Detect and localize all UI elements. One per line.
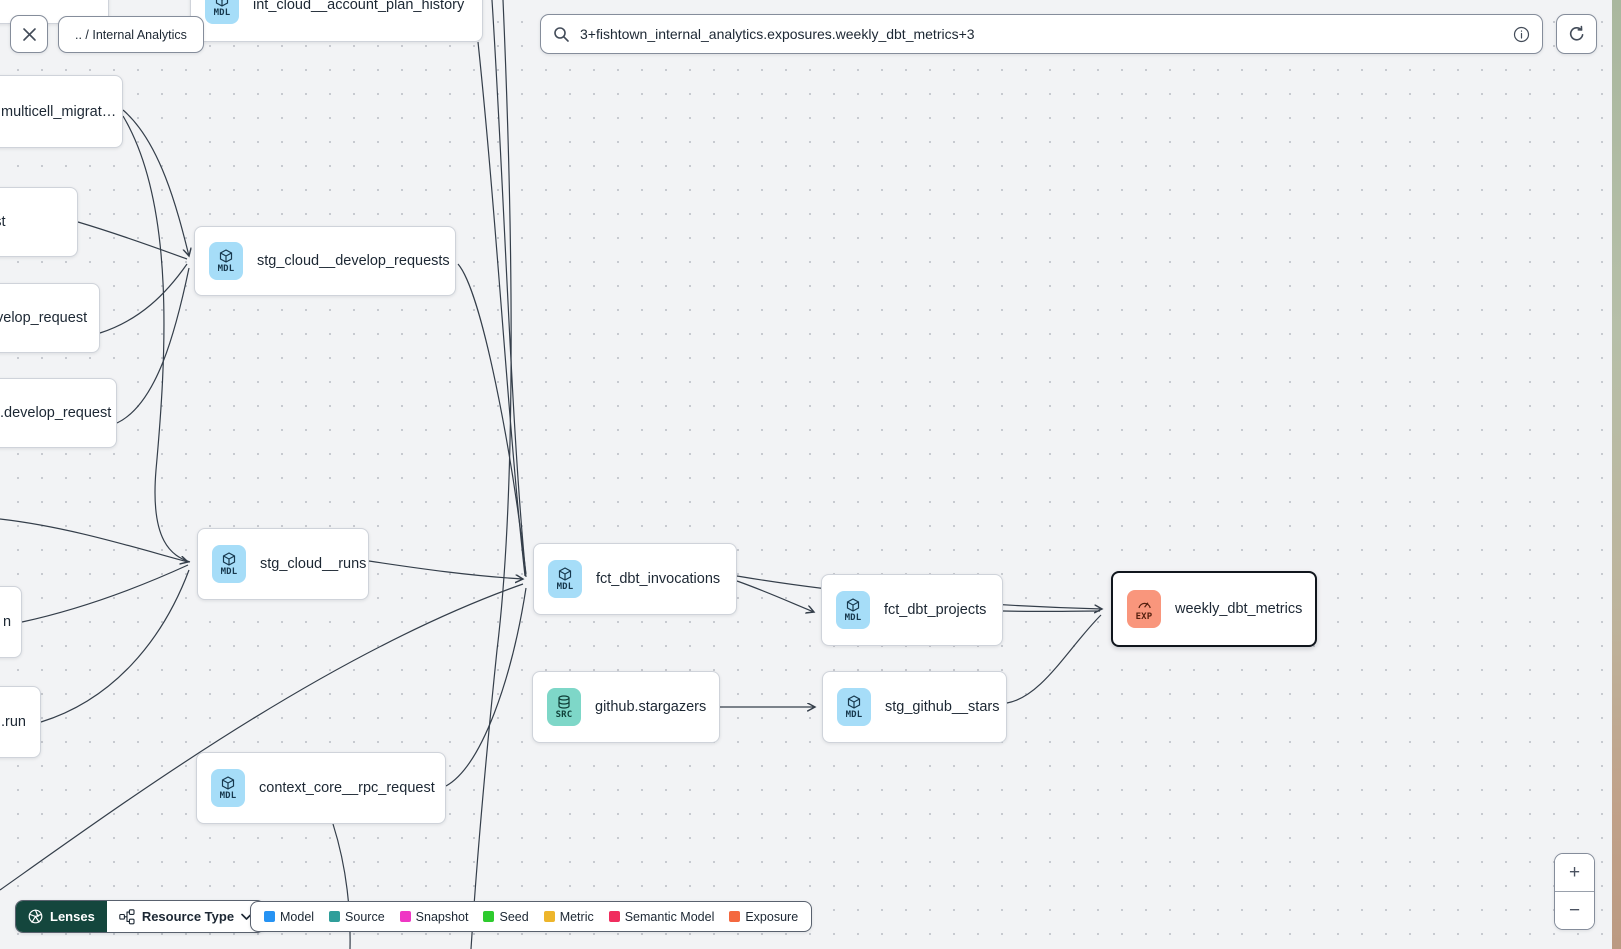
legend-item-seed: Seed: [483, 910, 529, 924]
seed-swatch: [483, 911, 495, 922]
cube-icon: [221, 775, 235, 790]
legend-item-exposure: Exposure: [729, 910, 798, 924]
lenses-icon: [28, 909, 43, 924]
cube-icon: [847, 694, 861, 709]
lenses-control: Lenses Resource Type: [15, 900, 266, 933]
source-swatch: [329, 911, 341, 922]
model-badge: MDL: [205, 0, 239, 24]
info-icon[interactable]: [1513, 26, 1530, 43]
refresh-button[interactable]: [1556, 14, 1597, 54]
gauge-icon: [1137, 601, 1151, 608]
node-velop-request[interactable]: MDL velop_request: [0, 283, 100, 353]
model-badge: MDL: [209, 242, 243, 280]
node-n[interactable]: MDL n: [0, 586, 22, 658]
model-badge: MDL: [836, 591, 870, 629]
node-op-request[interactable]: MDL op_request: [0, 187, 78, 257]
cube-icon: [558, 566, 572, 581]
exposure-badge: EXP: [1127, 590, 1161, 628]
node-int-cloud-account-plan-history[interactable]: MDL int_cloud__account_plan_history: [190, 0, 483, 42]
model-badge: MDL: [211, 769, 245, 807]
metric-swatch: [543, 911, 555, 922]
node-multicell-migration[interactable]: MDL multicell_migrat…: [0, 75, 123, 148]
model-badge: MDL: [548, 560, 582, 598]
database-icon: [558, 694, 570, 709]
cube-icon: [219, 248, 233, 263]
legend-item-source: Source: [329, 910, 385, 924]
zoom-out-button[interactable]: −: [1555, 891, 1594, 929]
zoom-in-button[interactable]: +: [1555, 854, 1594, 891]
refresh-icon: [1569, 25, 1583, 41]
chevron-down-icon: [241, 913, 252, 920]
model-badge: MDL: [212, 545, 246, 583]
legend-item-model: Model: [264, 910, 314, 924]
cube-icon: [215, 0, 229, 7]
node-weekly-dbt-metrics[interactable]: EXP weekly_dbt_metrics: [1111, 571, 1317, 647]
search-input[interactable]: [580, 26, 1503, 42]
zoom-controls: + −: [1554, 853, 1595, 930]
legend-item-semantic-model: Semantic Model: [608, 910, 714, 924]
legend-item-metric: Metric: [543, 910, 594, 924]
desktop-wallpaper-edge: [1612, 0, 1621, 949]
node-develop-request[interactable]: MDL .develop_request: [0, 378, 117, 448]
model-badge: MDL: [837, 688, 871, 726]
node-github-stargazers[interactable]: SRC github.stargazers: [532, 671, 720, 743]
snapshot-swatch: [399, 911, 411, 922]
legend-item-snapshot: Snapshot: [399, 910, 468, 924]
exposure-swatch: [729, 911, 741, 922]
resource-type-dropdown[interactable]: Resource Type: [106, 901, 265, 932]
node-stg-github-stars[interactable]: MDL stg_github__stars: [822, 671, 1007, 743]
resource-type-icon: [119, 908, 135, 924]
node-context-core-rpc-request[interactable]: MDL context_core__rpc_request: [196, 752, 446, 824]
node-fct-dbt-invocations[interactable]: MDL fct_dbt_invocations: [533, 543, 737, 615]
node-stg-cloud-develop-requests[interactable]: MDL stg_cloud__develop_requests: [194, 226, 456, 296]
cube-icon: [222, 551, 236, 566]
close-button[interactable]: [10, 15, 48, 53]
close-icon: [22, 27, 36, 41]
model-swatch: [264, 911, 275, 922]
node-stg-cloud-runs[interactable]: MDL stg_cloud__runs: [197, 528, 369, 600]
breadcrumb[interactable]: .. / Internal Analytics: [58, 16, 204, 53]
resource-type-legend: Model Source Snapshot Seed Metric Semant…: [250, 901, 813, 932]
node-fct-dbt-projects[interactable]: MDL fct_dbt_projects: [821, 574, 1003, 646]
node-run[interactable]: MDL .run: [0, 686, 41, 758]
semantic-model-swatch: [608, 911, 620, 922]
lenses-button[interactable]: Lenses: [16, 901, 107, 932]
search-icon: [554, 26, 569, 42]
cube-icon: [846, 597, 860, 612]
search-bar[interactable]: [540, 14, 1543, 54]
source-badge: SRC: [547, 688, 581, 726]
